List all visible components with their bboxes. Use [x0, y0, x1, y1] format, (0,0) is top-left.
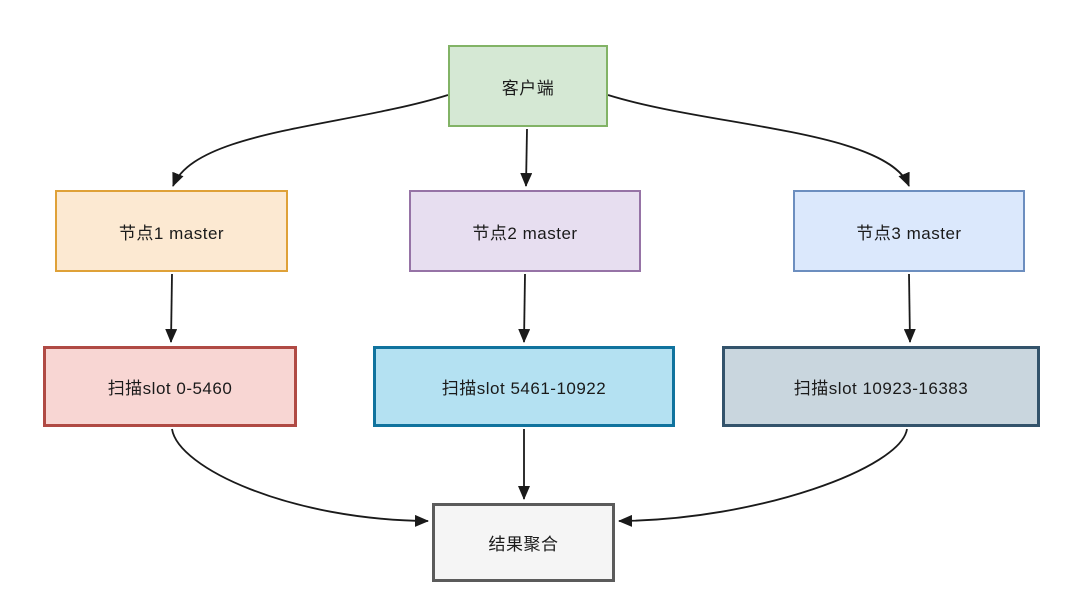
- node-master-1-label: 节点1 master: [118, 223, 225, 243]
- node-result-aggregation-label: 结果聚合: [488, 535, 559, 554]
- node-scan-slot-1-label: 扫描slot 0-5460: [107, 379, 233, 398]
- arrow-scan3-to-result: [618, 428, 908, 527]
- node-client-label: 客户端: [501, 78, 555, 98]
- arrow-client-to-node1: [172, 94, 449, 187]
- node-master-2: 节点2 master: [409, 190, 641, 272]
- arrow-client-to-node3: [607, 94, 910, 187]
- node-scan-slot-3-label: 扫描slot 10923-16383: [793, 379, 969, 398]
- arrow-node1-to-scan1: [165, 273, 178, 343]
- node-result-aggregation: 结果聚合: [432, 503, 615, 582]
- arrow-node2-to-scan2: [518, 273, 531, 343]
- node-scan-slot-1: 扫描slot 0-5460: [43, 346, 297, 427]
- node-scan-slot-2: 扫描slot 5461-10922: [373, 346, 675, 427]
- node-master-3: 节点3 master: [793, 190, 1025, 272]
- node-master-1: 节点1 master: [55, 190, 288, 272]
- arrow-scan1-to-result: [171, 428, 429, 527]
- node-client: 客户端: [448, 45, 608, 127]
- arrow-node3-to-scan3: [903, 273, 916, 343]
- node-scan-slot-2-label: 扫描slot 5461-10922: [441, 379, 607, 398]
- node-scan-slot-3: 扫描slot 10923-16383: [722, 346, 1040, 427]
- arrow-client-to-node2: [520, 128, 533, 187]
- node-master-3-label: 节点3 master: [856, 223, 962, 243]
- node-master-2-label: 节点2 master: [472, 223, 578, 243]
